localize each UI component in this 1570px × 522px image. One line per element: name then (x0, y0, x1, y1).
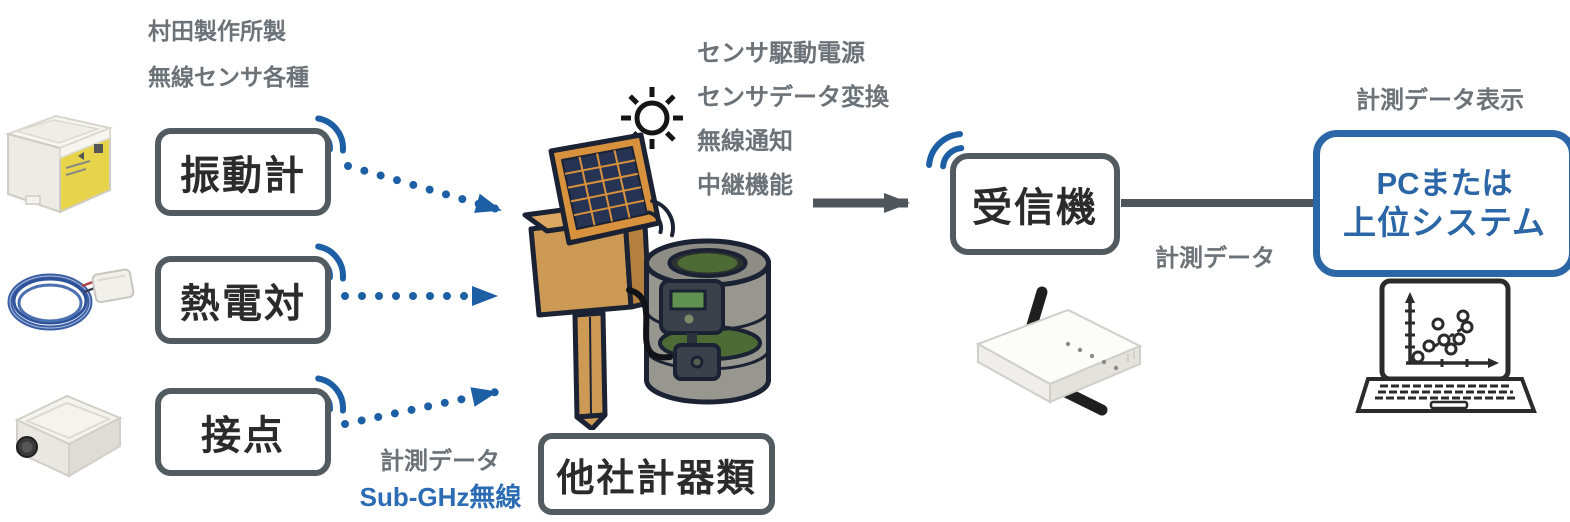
laptop-icon (1355, 278, 1537, 413)
node-contact-label: 接点 (201, 414, 285, 458)
field-unit-illustration (522, 87, 771, 430)
router-photo (975, 286, 1143, 416)
contact-sensor-photo (14, 394, 123, 478)
link-label-measurement-data: 計測データ (1155, 245, 1275, 272)
subghz-label-line2: Sub-GHz無線 (359, 482, 522, 512)
radio-arrow-contact (341, 387, 500, 428)
pc-label-line2: 上位システム (1342, 203, 1546, 241)
display-title: 計測データ表示 (1356, 87, 1524, 114)
thermocouple-photo (7, 268, 135, 331)
node-other-meters: 他社計器類 (538, 433, 775, 515)
node-vibration-label: 振動計 (180, 154, 306, 198)
vibration-sensor-photo (4, 114, 114, 214)
pc-label-line1: PCまたは (1376, 165, 1513, 201)
radio-arrow-vibration (344, 162, 504, 214)
node-vibration-meter: 振動計 (155, 128, 331, 216)
sensor-cable (626, 287, 673, 361)
scatter-chart-icon (1405, 292, 1499, 368)
wifi-signal-receiver-icon (926, 131, 965, 170)
murata-title-line2: 無線センサ各種 (148, 64, 309, 90)
field-unit-functions: センサ駆動電源 センサデータ変換 無線通知 中継機能 (697, 40, 889, 216)
function-line-4: 中継機能 (697, 172, 793, 199)
node-receiver-label: 受信機 (972, 186, 1098, 230)
node-other-meters-label: 他社計器類 (556, 457, 757, 500)
murata-title-line1: 村田製作所製 (148, 18, 286, 44)
function-line-1: センサ駆動電源 (697, 40, 865, 67)
function-line-2: センサデータ変換 (697, 84, 889, 111)
node-thermocouple: 熱電対 (155, 256, 331, 344)
dotted-radio-arrows (341, 162, 504, 428)
radio-arcs-dark-icon (647, 199, 675, 238)
meter-device (659, 279, 725, 381)
subghz-label-line1: 計測データ (380, 448, 500, 475)
node-pc-system: PCまたは 上位システム (1313, 130, 1570, 277)
function-line-3: 無線通知 (697, 128, 793, 155)
node-contact: 接点 (155, 388, 331, 476)
node-thermocouple-label: 熱電対 (180, 282, 306, 326)
solar-panel-icon (548, 132, 662, 246)
node-receiver: 受信機 (950, 153, 1120, 255)
